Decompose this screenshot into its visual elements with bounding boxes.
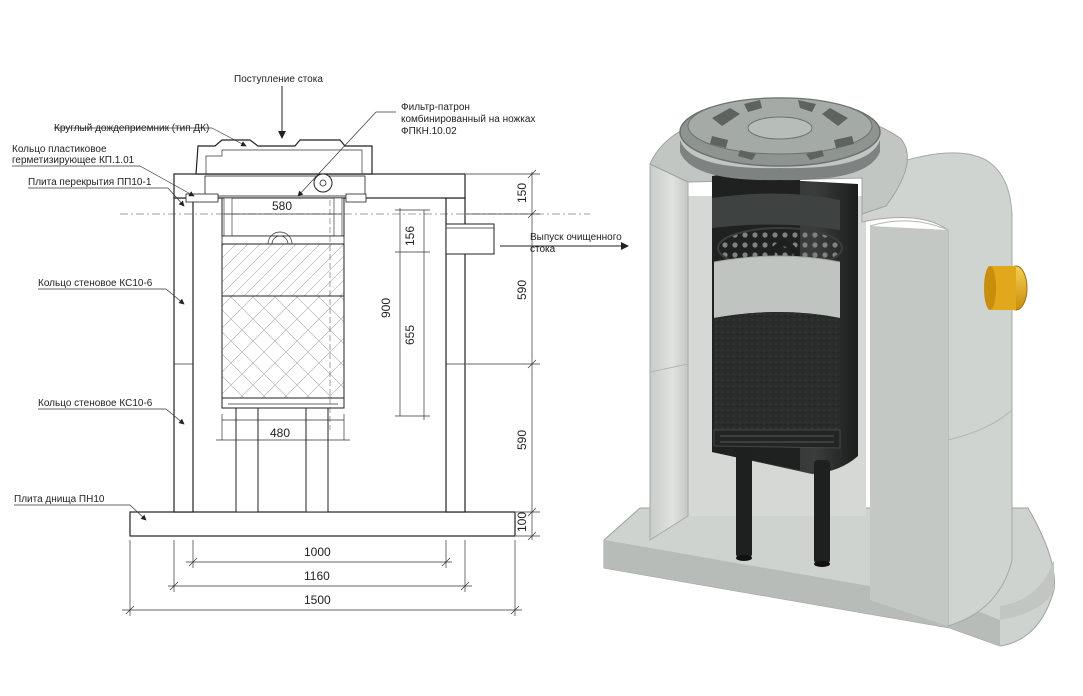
render-filter-leg-left (736, 448, 752, 558)
dim-580: 580 (272, 199, 292, 213)
dim-1160: 1160 (304, 569, 330, 583)
render-left-wall (649, 163, 689, 541)
outflow-pipe-drawing (445, 223, 495, 255)
filter-media-upper (221, 243, 345, 297)
filter-leg-left (235, 407, 259, 513)
technical-drawing: Поступление стока Круглый дождеприемник … (12, 74, 629, 616)
label-outflow-2: стока (530, 244, 556, 255)
filter-media-lower (221, 295, 345, 399)
filter-leg-right (305, 407, 329, 513)
dim-900: 900 (379, 298, 393, 318)
dim-100: 100 (515, 512, 529, 532)
label-wall-ring-upper: Кольцо стеновое КС10-6 (38, 278, 153, 289)
dim-480: 480 (270, 426, 290, 440)
cutaway-render (603, 97, 1055, 647)
label-bottom-slab: Плита днища ПН10 (14, 494, 105, 505)
label-wall-ring-lower: Кольцо стеновое КС10-6 (38, 398, 153, 409)
render-right-wall (861, 152, 1013, 627)
label-inflow: Поступление стока (234, 74, 323, 85)
dim-150: 150 (515, 183, 529, 203)
label-filter-2: комбинированный на ножках (401, 113, 535, 125)
label-filter-1: Фильтр-патрон (401, 102, 470, 113)
rain-inlet (195, 139, 373, 175)
label-outflow-1: Выпуск очищенного (530, 232, 622, 243)
dim-590-lower: 590 (515, 430, 529, 450)
render-filter-media-dark (714, 312, 840, 430)
dim-1000: 1000 (304, 545, 331, 559)
filter-top-tube (221, 197, 345, 237)
dim-156: 156 (403, 226, 417, 246)
label-plastic-ring-2: герметизирующее КП.1.01 (12, 155, 135, 166)
label-cover-slab: Плита перекрытия ПП10-1 (28, 177, 152, 188)
bottom-slab (129, 511, 516, 537)
label-rain-inlet: Круглый дождеприемник (тип ДК) (54, 123, 209, 134)
label-plastic-ring-1: Кольцо пластиковое (12, 144, 107, 155)
dim-590-upper: 590 (515, 280, 529, 300)
dim-1500: 1500 (304, 593, 331, 607)
dim-655: 655 (403, 325, 417, 345)
label-filter-3: ФПКН.10.02 (401, 126, 457, 137)
render-filter-leg-right (814, 460, 830, 564)
render-filter-media-grey (714, 256, 840, 318)
wall-ring-left (173, 197, 194, 513)
